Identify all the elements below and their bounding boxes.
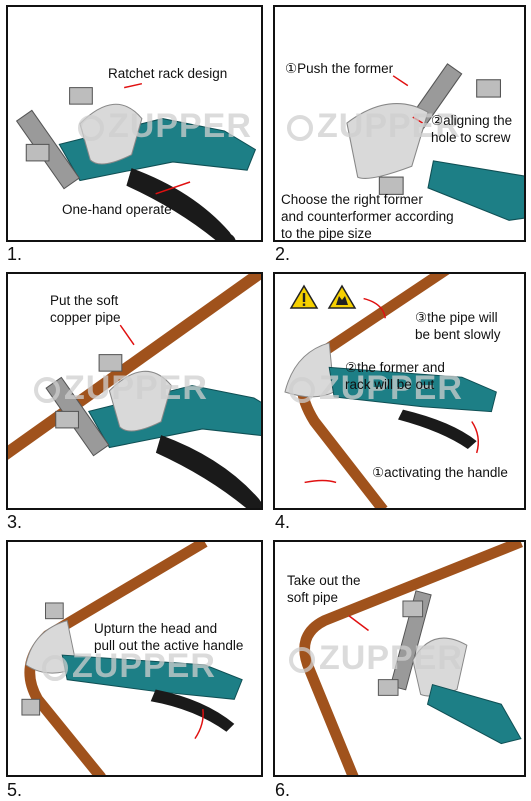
step-number: 2.	[275, 244, 291, 264]
step-number: 4.	[275, 512, 291, 532]
tool-illustration	[8, 274, 261, 508]
caption: One-hand operate	[62, 202, 172, 217]
step-panel-6: ZUPPER Take out the soft pipe	[273, 540, 526, 777]
step-panel-2: ZUPPER ①Push the former ②aligning the ho…	[273, 5, 526, 242]
caption: ①Push the former	[285, 61, 394, 76]
copper-pipe	[8, 274, 261, 460]
caption: ②the former and	[345, 360, 445, 375]
watermark: ZUPPER	[34, 369, 208, 408]
caption: Choose the right former	[281, 192, 423, 207]
watermark: ZUPPER	[42, 647, 216, 686]
caption: Upturn the head and	[94, 621, 218, 636]
tool-illustration	[346, 63, 524, 221]
step-panel-3: ZUPPER Put the soft copper pipe	[6, 272, 263, 510]
arrow-icon	[124, 82, 143, 89]
tool-illustration	[284, 274, 497, 508]
step-number: 1.	[7, 244, 23, 264]
warning-icon	[289, 284, 319, 309]
step-number: 6.	[275, 780, 291, 800]
watermark: ZUPPER	[289, 639, 463, 678]
tool-illustration	[21, 542, 243, 775]
caption: Ratchet rack design	[108, 66, 228, 81]
caption: Take out the	[287, 573, 361, 588]
caption: and counterformer according	[281, 209, 454, 224]
caption: soft pipe	[287, 590, 339, 605]
caption: ①activating the handle	[372, 465, 508, 480]
arrow-icon	[155, 181, 191, 195]
watermark: ZUPPER	[287, 107, 461, 146]
caption: copper pipe	[50, 310, 121, 325]
step-panel-1: ZUPPER Ratchet rack design One-hand oper…	[6, 5, 263, 242]
step-panel-5: ZUPPER Upturn the head and pull out the …	[6, 540, 263, 777]
hand-crush-warning-icon	[327, 284, 357, 309]
watermark: ZUPPER	[289, 369, 463, 408]
caption: ③the pipe will	[415, 310, 498, 325]
watermark: ZUPPER	[78, 107, 252, 146]
step-number: 3.	[7, 512, 23, 532]
caption: to the pipe size	[281, 226, 372, 241]
caption: rack will be out	[345, 377, 435, 392]
caption: ②aligning the	[431, 113, 513, 128]
step-number: 5.	[7, 780, 23, 800]
caption: hole to screw	[431, 130, 511, 145]
caption: be bent slowly	[415, 327, 501, 342]
step-panel-4: ZUPPER ③the pipe will be bent slowly ②th…	[273, 272, 526, 510]
tool-illustration	[16, 82, 256, 240]
caption: pull out the active handle	[94, 638, 244, 653]
caption: Put the soft	[50, 293, 119, 308]
